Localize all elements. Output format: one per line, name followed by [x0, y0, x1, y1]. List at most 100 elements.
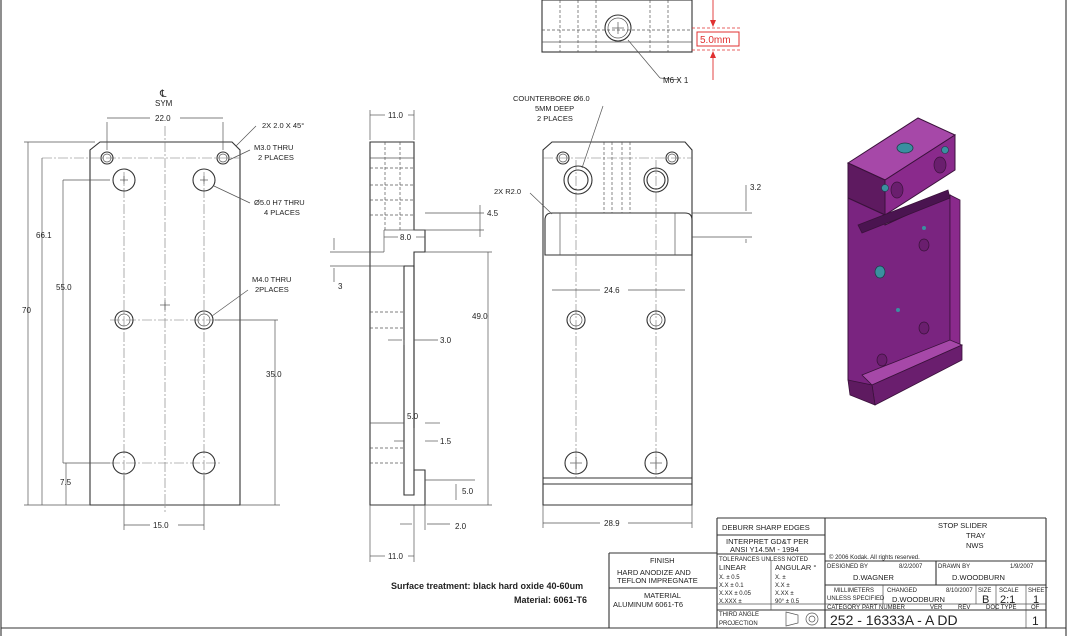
dim-66-1: 66.1	[36, 231, 52, 240]
dowel-hole-br	[192, 451, 216, 475]
tb-title-2: TRAY	[966, 531, 985, 540]
tb-designed-date: 8/2/2007	[899, 564, 923, 570]
tb-doctype-label: DOC TYPE	[986, 605, 1017, 611]
third-angle-icon	[785, 611, 819, 627]
front-view: ℄ SYM 22.0 2X 2.0 X 45° M3.0 THRU 2 PLAC…	[22, 89, 305, 530]
dowel-note-1: Ø5.0 H7 THRU	[254, 198, 305, 207]
cbore-note-1: COUNTERBORE Ø6.0	[513, 94, 590, 103]
back-m3-right	[665, 151, 679, 165]
tb-angular: ANGULAR °	[775, 563, 816, 572]
side-outline	[369, 141, 426, 506]
tb-of-label: OF	[1031, 605, 1040, 611]
tb-projection-2: PROJECTION	[719, 621, 758, 627]
tb-of-val: 1	[1032, 614, 1039, 628]
material-note: Material: 6061-T6	[514, 595, 587, 605]
tb-lin-2: X.X ± 0.1	[719, 583, 744, 589]
tb-changed-label: CHANGED	[887, 588, 918, 594]
dim-7-5: 7.5	[60, 478, 72, 487]
dim-35: 35.0	[266, 370, 282, 379]
back-dim-28-9: 28.9	[604, 519, 620, 528]
side-dim-2: 2.0	[455, 522, 467, 531]
tb-linear: LINEAR	[719, 563, 747, 572]
side-dim-1-5: 1.5	[440, 437, 452, 446]
tb-category-label: CATEGORY	[827, 605, 860, 611]
sym-label: SYM	[155, 99, 173, 108]
tb-projection-1: THIRD ANGLE	[719, 612, 759, 618]
tb-changed-name: D.WOODBURN	[892, 595, 945, 604]
top-view: M6 X 1 5.0mm	[541, 0, 740, 85]
tb-lin-4: X.XXX ±	[719, 599, 742, 605]
dim-55: 55.0	[56, 283, 72, 292]
tb-interpret-2: ANSI Y14.5M - 1994	[730, 545, 799, 554]
tb-lin-3: X.XX ± 0.05	[719, 591, 752, 597]
tb-drawn-date: 1/9/2007	[1010, 564, 1034, 570]
m6-hole-outline	[604, 14, 632, 42]
back-dim-24-6: 24.6	[604, 286, 620, 295]
surface-note: Surface treatment: black hard oxide 40-6…	[391, 581, 583, 591]
tb-interpret-1: INTERPRET GD&T PER	[726, 537, 809, 546]
m4-hole-right	[194, 310, 214, 330]
side-dim-11-bottom: 11.0	[388, 552, 404, 561]
dim-22: 22.0	[155, 114, 171, 123]
back-m3-left	[556, 151, 570, 165]
isometric-part	[846, 117, 964, 406]
side-dim-5-lower: 5.0	[462, 487, 474, 496]
tb-copyright: © 2006 Kodak. All rights reserved.	[829, 554, 920, 561]
dowel-note-2: 4 PLACES	[264, 208, 300, 217]
back-view: COUNTERBORE Ø6.0 5MM DEEP 2 PLACES 2X R2…	[494, 94, 762, 528]
tb-scale-val: 2:1	[1000, 594, 1015, 606]
m3-hole-left	[100, 151, 114, 165]
tb-sheet-val: 1	[1033, 594, 1039, 606]
cbore-note-2: 5MM DEEP	[535, 104, 574, 113]
depth-callout-text: 5.0mm	[700, 35, 731, 46]
tb-designed-label: DESIGNED BY	[827, 564, 868, 570]
tb-sheet-label: SHEET	[1028, 588, 1048, 594]
tb-ver-label: VER	[930, 605, 943, 611]
dim-15: 15.0	[153, 521, 169, 530]
tb-size-val: B	[982, 594, 989, 606]
back-hole-bl	[564, 451, 588, 475]
tb-material-val: ALUMINUM 6061-T6	[613, 600, 683, 609]
tb-part-label: PART NUMBER	[862, 605, 906, 611]
side-dim-4-5: 4.5	[487, 209, 499, 218]
m3-note-1: M3.0 THRU	[254, 143, 293, 152]
back-hole-br	[644, 451, 668, 475]
m6-callout: M6 X 1	[663, 76, 689, 85]
side-view: 11.0 4.5 8.0 3 49.0 3.0 5.0 1.5	[330, 110, 499, 562]
tb-lin-1: X. ± 0.5	[719, 575, 740, 581]
dowel-hole-tl	[112, 168, 136, 192]
tb-units-2: UNLESS SPECIFIED	[827, 596, 885, 602]
m4-note-2: 2PLACES	[255, 285, 289, 294]
iso-counterbore-hole	[896, 142, 914, 154]
side-dim-3: 3	[338, 282, 343, 291]
back-m4-left	[566, 310, 586, 330]
tb-part-number: 252 - 16333A - A DD	[830, 612, 958, 628]
counterbore-right	[643, 167, 669, 193]
tb-ang-4: 90° ± 0.5	[775, 599, 800, 605]
side-dim-5-upper: 5.0	[407, 412, 419, 421]
m4-note-1: M4.0 THRU	[252, 275, 291, 284]
cbore-note-3: 2 PLACES	[537, 114, 573, 123]
dowel-hole-bl	[112, 451, 136, 475]
tb-ang-2: X.X ±	[775, 583, 790, 589]
tb-designed-name: D.WAGNER	[853, 573, 895, 582]
side-dim-3-0: 3.0	[440, 336, 452, 345]
tb-size-label: SIZE	[978, 588, 991, 594]
tb-units-1: MILLIMETERS	[834, 588, 874, 594]
tb-tol-head: TOLERANCES UNLESS NOTED	[719, 557, 809, 563]
tb-title-1: STOP SLIDER	[938, 521, 988, 530]
title-block: DEBURR SHARP EDGES INTERPRET GD&T PER AN…	[608, 517, 1048, 628]
tb-drawn-label: DRAWN BY	[938, 564, 970, 570]
tb-changed-date: 8/10/2007	[946, 588, 973, 594]
tb-title-3: NWS	[966, 541, 984, 550]
back-outline	[542, 141, 693, 506]
tb-deburr: DEBURR SHARP EDGES	[722, 523, 810, 532]
dim-70: 70	[22, 306, 31, 315]
tb-material-head: MATERIAL	[644, 591, 681, 600]
tb-finish-1: HARD ANODIZE AND	[617, 568, 691, 577]
m4-hole-left	[114, 310, 134, 330]
m3-note-2: 2 PLACES	[258, 153, 294, 162]
tb-scale-label: SCALE	[999, 588, 1019, 594]
back-m4-right	[646, 310, 666, 330]
